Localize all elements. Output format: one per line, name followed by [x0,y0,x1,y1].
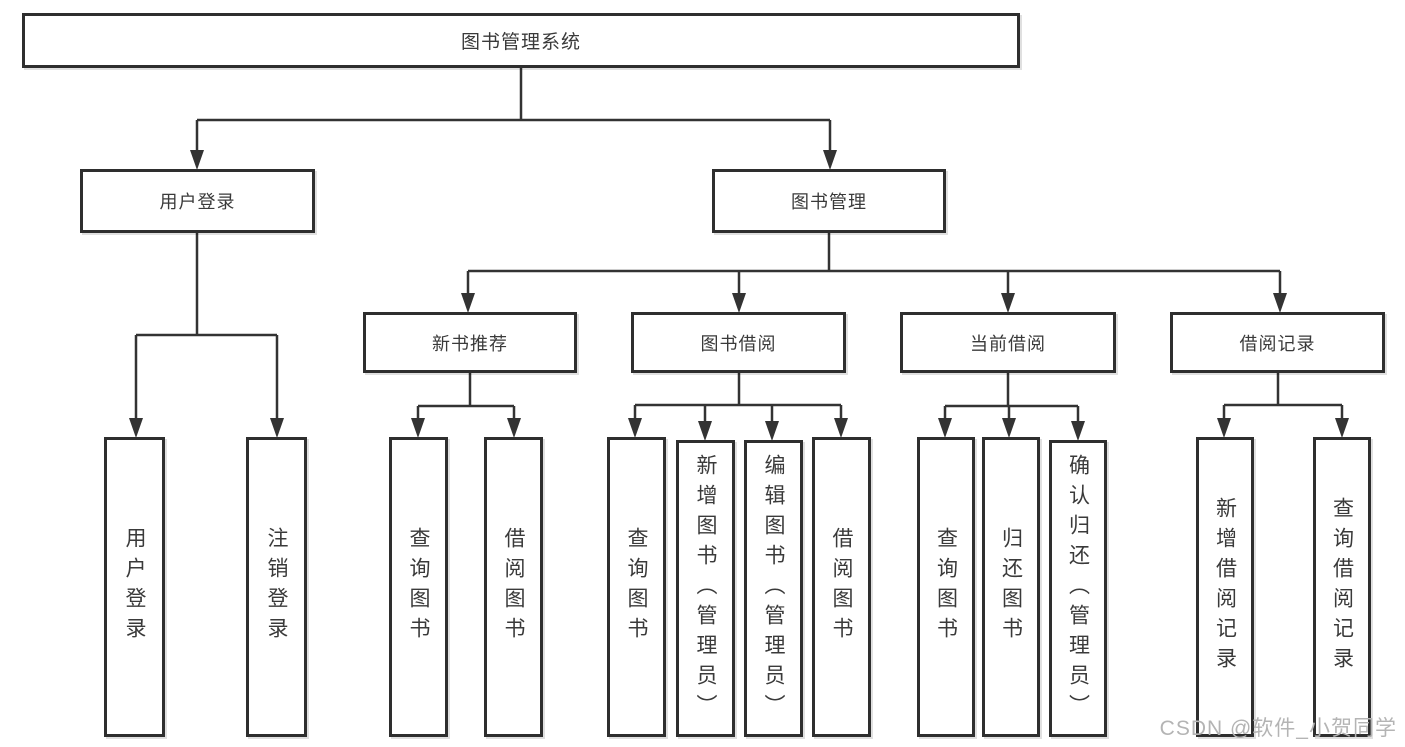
leaf-query-books-current: 查询图书 [917,437,975,737]
node-book-management: 图书管理 [712,169,946,233]
edge-borrowrecord-to-leaves [1222,373,1344,420]
edge-bookborrow-to-leaves [633,373,843,423]
leaf-query-books-borrowing: 查询图书 [607,437,666,737]
leaf-query-books-recommend: 查询图书 [389,437,448,737]
leaf-add-book-admin: 新增图书（管理员） [676,440,735,737]
node-borrowing-records: 借阅记录 [1170,312,1385,373]
leaf-borrow-books-recommend: 借阅图书 [484,437,543,737]
leaf-borrow-books-borrowing: 借阅图书 [812,437,871,737]
leaf-edit-book-admin: 编辑图书（管理员） [744,440,803,737]
edge-currentborrow-to-leaves [943,373,1080,423]
edge-newbookrec-to-leaves [416,373,516,420]
watermark: CSDN @软件_小贺同学 [1159,717,1397,740]
arrowheads [129,150,1349,441]
node-library-system: 图书管理系统 [22,13,1020,68]
node-user-login: 用户登录 [80,169,315,233]
leaf-return-books: 归还图书 [982,437,1040,737]
leaf-query-borrow-record: 查询借阅记录 [1313,437,1371,737]
node-new-book-recommend: 新书推荐 [363,312,577,373]
edge-bookmgmt-to-level3 [466,233,1282,295]
leaf-confirm-return-admin: 确认归还（管理员） [1049,440,1107,737]
leaf-user-login: 用户登录 [104,437,165,737]
leaf-add-borrow-record: 新增借阅记录 [1196,437,1254,737]
node-current-borrowing: 当前借阅 [900,312,1116,373]
edge-root-to-level2 [195,68,832,152]
edge-userlogin-to-leaves [134,233,279,420]
node-book-borrowing: 图书借阅 [631,312,846,373]
leaf-logout: 注销登录 [246,437,307,737]
